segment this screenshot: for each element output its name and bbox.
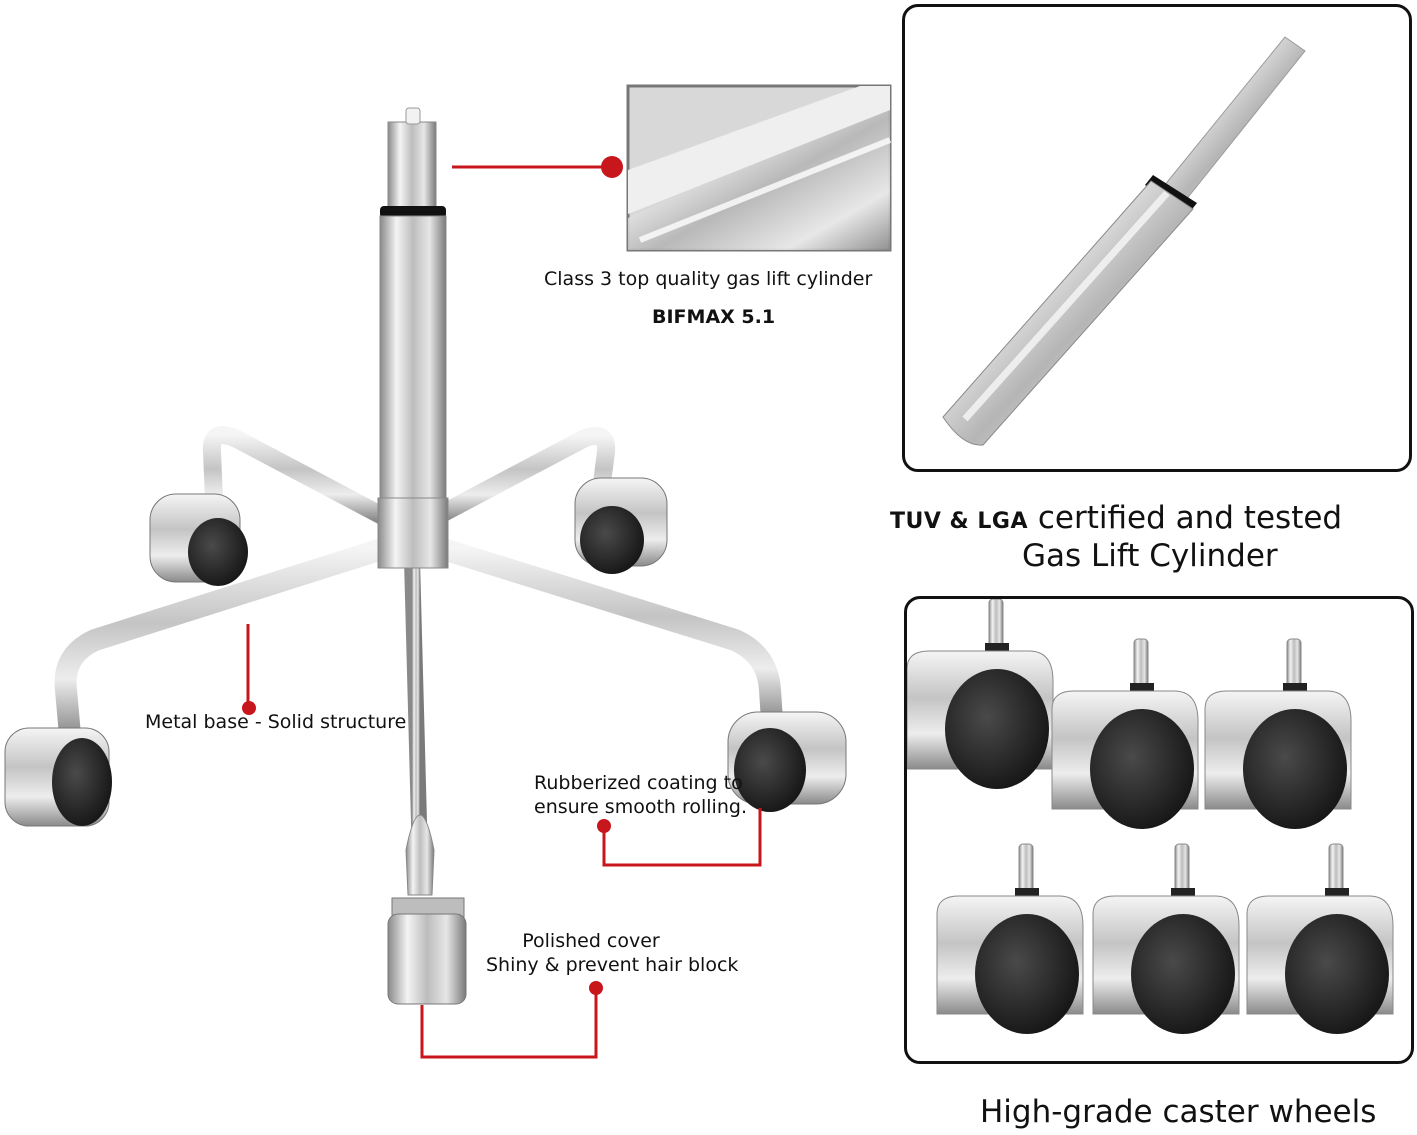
metal-base <box>54 426 783 896</box>
casters-caption: High-grade caster wheels <box>980 1094 1377 1130</box>
gas-lift-photo-box <box>902 4 1412 472</box>
caster-back-left <box>149 493 248 586</box>
caster-wheels-photo <box>907 599 1394 1035</box>
gas-lift-cylinder <box>377 107 449 569</box>
caster-front-left <box>4 727 112 827</box>
gas-lift-cylinder-photo <box>942 36 1306 446</box>
rubber-coating-label-line1: Rubberized coating to <box>534 772 743 794</box>
red-dot-icon <box>589 981 603 995</box>
caster-front-right <box>727 711 847 812</box>
caster-wheels-photo-box <box>904 596 1414 1064</box>
certification-line2: Gas Lift Cylinder <box>1022 538 1278 574</box>
certification-text: certified and tested <box>1037 500 1343 536</box>
cylinder-quality-label: Class 3 top quality gas lift cylinder <box>544 268 873 290</box>
callout-leaders <box>246 165 762 1059</box>
rubber-coating-label-line2: ensure smooth rolling. <box>534 796 747 818</box>
red-dot-icon <box>242 701 256 715</box>
red-dot-icon <box>601 156 623 178</box>
metal-base-label: Metal base - Solid structure <box>145 711 407 733</box>
caster-back-right <box>574 477 668 574</box>
certification-line1: TUV & LGA certified and tested <box>890 500 1342 536</box>
certification-marks: TUV & LGA <box>890 509 1029 534</box>
caster-wheel <box>907 599 1054 789</box>
polished-cover-label-line2: Shiny & prevent hair block <box>486 954 739 976</box>
bifmax-standard-label: BIFMAX 5.1 <box>652 306 776 328</box>
red-dot-icon <box>597 819 611 833</box>
polished-cover-label-line1: Polished cover <box>522 930 660 952</box>
cylinder-closeup-inset <box>626 84 892 252</box>
caster-front-center <box>387 897 467 1005</box>
